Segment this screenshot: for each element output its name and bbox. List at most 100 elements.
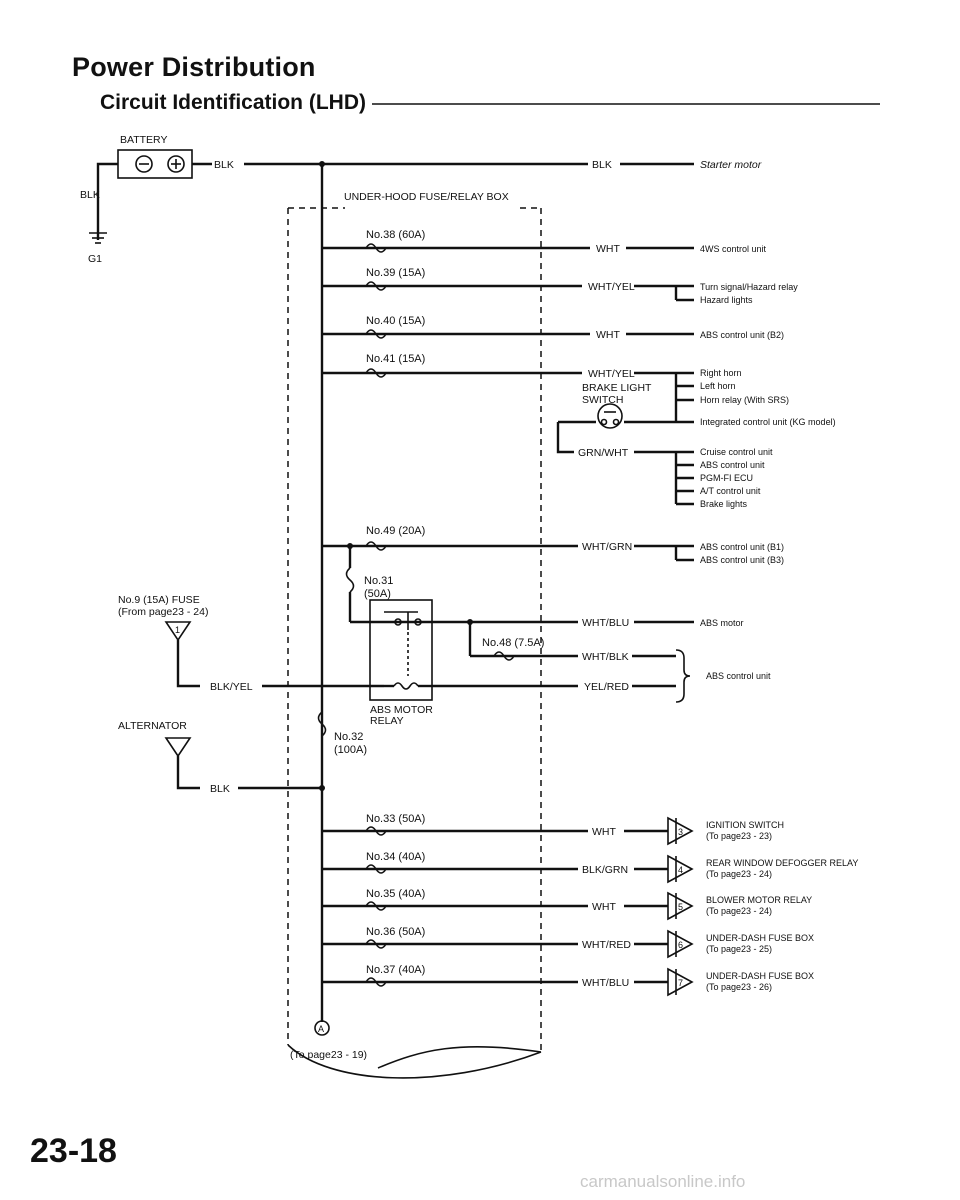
fuse-9-input: No.9 (15A) FUSE (From page23 - 24) 1 BLK…	[118, 594, 384, 693]
fuse-41-circuit: No.41 (15A) WHT/YEL Right horn Left horn…	[322, 353, 836, 427]
fuse-38-circuit: No.38 (60A) WHT 4WS control unit	[322, 229, 767, 255]
connector-a: A (To page23 - 19)	[290, 1020, 367, 1061]
starter-wire-label: BLK	[592, 159, 612, 171]
svg-text:No.33 (50A): No.33 (50A)	[366, 813, 425, 825]
ground-wire-label: BLK	[80, 189, 100, 201]
starter-motor-label: Starter motor	[700, 159, 762, 171]
svg-text:(To page23 - 23): (To page23 - 23)	[706, 831, 772, 841]
svg-text:No.49 (20A): No.49 (20A)	[366, 525, 425, 537]
svg-text:(To page23 - 24): (To page23 - 24)	[706, 869, 772, 879]
svg-text:WHT: WHT	[596, 329, 620, 341]
fuse-36-circuit: No.36 (50A) WHT/RED 6 UNDER-DASH FUSE BO…	[322, 926, 814, 959]
svg-text:BRAKE LIGHT: BRAKE LIGHT	[582, 382, 652, 394]
svg-text:3: 3	[678, 827, 683, 837]
svg-text:No.32: No.32	[334, 731, 363, 743]
svg-text:WHT/BLU: WHT/BLU	[582, 977, 629, 989]
svg-text:(To page23 - 24): (To page23 - 24)	[706, 906, 772, 916]
svg-text:ABS control unit (B3): ABS control unit (B3)	[700, 555, 784, 565]
svg-text:No.39 (15A): No.39 (15A)	[366, 267, 425, 279]
fuse-33-circuit: No.33 (50A) WHT 3 IGNITION SWITCH (To pa…	[322, 813, 784, 846]
svg-text:4: 4	[678, 865, 683, 875]
svg-text:No.37 (40A): No.37 (40A)	[366, 964, 425, 976]
svg-text:Hazard lights: Hazard lights	[700, 295, 753, 305]
svg-text:Cruise control unit: Cruise control unit	[700, 447, 773, 457]
svg-text:WHT/YEL: WHT/YEL	[588, 368, 635, 380]
svg-text:A/T control unit: A/T control unit	[700, 486, 761, 496]
svg-text:BLK: BLK	[210, 783, 230, 795]
svg-text:ABS control unit (B1): ABS control unit (B1)	[700, 542, 784, 552]
svg-text:No.38 (60A): No.38 (60A)	[366, 229, 425, 241]
svg-text:BLK/GRN: BLK/GRN	[582, 864, 628, 876]
svg-text:A: A	[318, 1024, 324, 1034]
watermark: carmanualsonline.info	[580, 1172, 746, 1191]
svg-text:No.34 (40A): No.34 (40A)	[366, 851, 425, 863]
fusebox-outline-bottom	[287, 1044, 542, 1079]
brake-light-switch: BRAKE LIGHT SWITCH GRN/WHT Cruise contro…	[556, 382, 773, 509]
svg-text:UNDER-DASH FUSE BOX: UNDER-DASH FUSE BOX	[706, 933, 814, 943]
battery-positive-terminal	[167, 155, 185, 173]
fuse-34-circuit: No.34 (40A) BLK/GRN 4 REAR WINDOW DEFOGG…	[322, 851, 858, 884]
abs-motor-relay: ABS MOTOR RELAY	[369, 599, 440, 727]
svg-text:(To page23 - 19): (To page23 - 19)	[290, 1049, 367, 1061]
svg-text:WHT/RED: WHT/RED	[582, 939, 631, 951]
battery-wire-label: BLK	[214, 159, 234, 171]
fuse-32: No.32 (100A)	[317, 711, 367, 756]
yel-red-wire-label: YEL/RED	[584, 681, 629, 693]
abs-unit-label: ABS control unit	[706, 671, 771, 681]
fuse-49-circuit: No.49 (20A) WHT/GRN ABS control unit (B1…	[322, 525, 784, 565]
svg-text:(To page23 - 25): (To page23 - 25)	[706, 944, 772, 954]
svg-text:(100A): (100A)	[334, 744, 367, 756]
battery-negative-terminal	[135, 155, 153, 173]
svg-text:5: 5	[678, 902, 683, 912]
svg-text:ABS control unit: ABS control unit	[700, 460, 765, 470]
fuse-39-circuit: No.39 (15A) WHT/YEL Turn signal/Hazard r…	[322, 267, 798, 305]
abs-unit-brace	[675, 649, 691, 703]
svg-text:No.48 (7.5A): No.48 (7.5A)	[482, 637, 544, 649]
battery-label: BATTERY	[120, 134, 167, 146]
svg-text:No.41 (15A): No.41 (15A)	[366, 353, 425, 365]
svg-text:No.40 (15A): No.40 (15A)	[366, 315, 425, 327]
svg-text:WHT/YEL: WHT/YEL	[588, 281, 635, 293]
svg-text:(To page23 - 26): (To page23 - 26)	[706, 982, 772, 992]
page-subtitle: Circuit Identification (LHD)	[100, 91, 366, 114]
battery-ground-wire	[96, 162, 118, 240]
svg-text:Turn signal/Hazard relay: Turn signal/Hazard relay	[700, 282, 798, 292]
abs-motor-label: ABS motor	[700, 618, 744, 628]
svg-text:WHT/BLK: WHT/BLK	[582, 651, 629, 663]
ground-label: G1	[88, 253, 102, 265]
svg-text:Horn relay (With SRS): Horn relay (With SRS)	[700, 395, 789, 405]
page-number: 23-18	[30, 1132, 117, 1170]
svg-text:1: 1	[175, 625, 180, 635]
svg-text:RELAY: RELAY	[370, 715, 404, 727]
abs-motor-wire-label: WHT/BLU	[582, 617, 629, 629]
fuse-35-circuit: No.35 (40A) WHT 5 BLOWER MOTOR RELAY (To…	[322, 888, 812, 921]
svg-text:ALTERNATOR: ALTERNATOR	[118, 720, 187, 732]
svg-text:Brake lights: Brake lights	[700, 499, 748, 509]
svg-text:BLK/YEL: BLK/YEL	[210, 681, 253, 693]
fuse-31: No.31 (50A)	[345, 543, 398, 624]
svg-text:WHT/GRN: WHT/GRN	[582, 541, 632, 553]
svg-text:ABS control unit (B2): ABS control unit (B2)	[700, 330, 784, 340]
fusebox-label: UNDER-HOOD FUSE/RELAY BOX	[344, 191, 509, 203]
svg-text:REAR WINDOW DEFOGGER RELAY: REAR WINDOW DEFOGGER RELAY	[706, 858, 858, 868]
fuse-48-circuit: No.48 (7.5A) WHT/BLK	[467, 619, 676, 663]
svg-text:7: 7	[678, 978, 683, 988]
svg-text:(From page23 - 24): (From page23 - 24)	[118, 606, 208, 618]
svg-text:WHT: WHT	[592, 826, 616, 838]
fuse-37-circuit: No.37 (40A) WHT/BLU 7 UNDER-DASH FUSE BO…	[322, 964, 814, 997]
svg-text:(50A): (50A)	[364, 588, 391, 600]
svg-text:SWITCH: SWITCH	[582, 394, 623, 406]
svg-text:ABS MOTOR: ABS MOTOR	[370, 704, 433, 716]
page-title: Power Distribution	[72, 52, 316, 82]
svg-text:BLOWER MOTOR RELAY: BLOWER MOTOR RELAY	[706, 895, 812, 905]
svg-text:No.36 (50A): No.36 (50A)	[366, 926, 425, 938]
svg-text:6: 6	[678, 940, 683, 950]
svg-text:UNDER-DASH FUSE BOX: UNDER-DASH FUSE BOX	[706, 971, 814, 981]
svg-text:WHT: WHT	[592, 901, 616, 913]
svg-text:No.31: No.31	[364, 575, 393, 587]
svg-text:No.9 (15A) FUSE: No.9 (15A) FUSE	[118, 594, 200, 606]
svg-text:Integrated control unit (KG mo: Integrated control unit (KG model)	[700, 417, 836, 427]
svg-text:4WS control unit: 4WS control unit	[700, 244, 767, 254]
svg-text:Right horn: Right horn	[700, 368, 742, 378]
